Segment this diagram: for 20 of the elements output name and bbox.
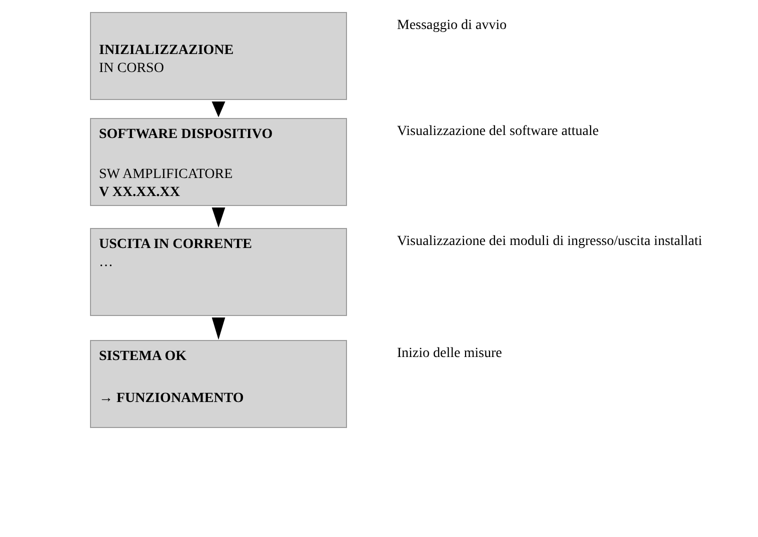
display-box — [90, 340, 347, 428]
display-box — [90, 228, 347, 316]
display-text: INIZIALIZZAZIONE — [99, 42, 234, 60]
display-text: SW AMPLIFICATORE — [99, 166, 233, 184]
arrow — [212, 318, 226, 340]
description-text: Visualizzazione del software attuale — [397, 123, 599, 141]
display-text: … — [99, 254, 113, 272]
description-text: Inizio delle misure — [397, 345, 502, 363]
arrow — [212, 102, 226, 118]
display-box — [90, 118, 347, 206]
display-text: IN CORSO — [99, 60, 164, 78]
description-text: Messaggio di avvio — [397, 17, 507, 35]
display-box — [90, 12, 347, 100]
arrow — [212, 208, 226, 228]
display-text: → FUNZIONAMENTO — [99, 390, 244, 408]
display-text: USCITA IN CORRENTE — [99, 236, 252, 254]
display-text: SOFTWARE DISPOSITIVO — [99, 126, 273, 144]
description-text: Visualizzazione dei moduli di ingresso/uscita installati — [397, 233, 702, 251]
display-text: SISTEMA OK — [99, 348, 187, 366]
display-text: V XX.XX.XX — [99, 184, 180, 202]
